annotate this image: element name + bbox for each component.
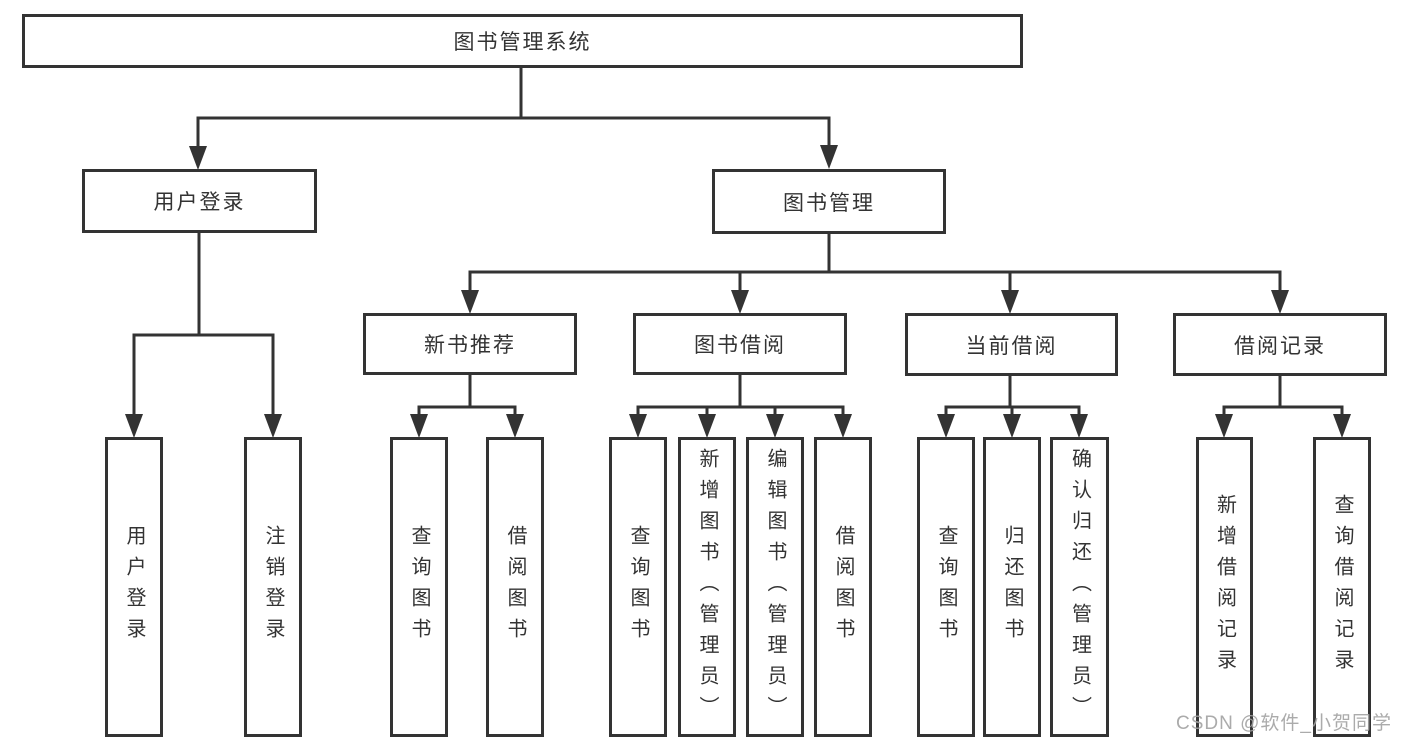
leaf-query-books-recommend: 查询图书 (390, 437, 448, 737)
node-label: 确认归还（管理员） (1068, 447, 1091, 727)
leaf-edit-book-admin: 编辑图书（管理员） (746, 437, 804, 737)
node-label: 查询图书 (935, 525, 957, 649)
node-new-book-recommend: 新书推荐 (363, 313, 577, 375)
node-book-borrowing: 图书借阅 (633, 313, 847, 375)
leaf-add-borrow-record: 新增借阅记录 (1196, 437, 1253, 737)
leaf-borrow-books-borrowing: 借阅图书 (814, 437, 872, 737)
node-label: 查询借阅记录 (1331, 494, 1353, 680)
leaf-query-borrow-record: 查询借阅记录 (1313, 437, 1371, 737)
leaf-user-login: 用户登录 (105, 437, 163, 737)
leaf-add-book-admin: 新增图书（管理员） (678, 437, 736, 737)
node-book-management: 图书管理 (712, 169, 946, 234)
leaf-query-books-borrowing: 查询图书 (609, 437, 667, 737)
node-user-login: 用户登录 (82, 169, 317, 233)
node-library-management-system: 图书管理系统 (22, 14, 1023, 68)
leaf-borrow-books-recommend: 借阅图书 (486, 437, 544, 737)
arrowheads (125, 145, 1351, 438)
watermark-text: CSDN @软件_小贺同学 (1176, 713, 1392, 734)
node-label: 查询图书 (627, 525, 649, 649)
leaf-return-books: 归还图书 (983, 437, 1041, 737)
node-label: 用户登录 (123, 525, 145, 649)
node-label: 借阅图书 (504, 525, 526, 649)
leaf-logout: 注销登录 (244, 437, 302, 737)
node-label: 新增图书（管理员） (696, 447, 718, 727)
node-label: 归还图书 (1001, 525, 1023, 649)
node-label: 编辑图书（管理员） (764, 447, 786, 727)
leaf-query-books-current: 查询图书 (917, 437, 975, 737)
node-current-borrowing: 当前借阅 (905, 313, 1118, 376)
node-label: 查询图书 (408, 525, 430, 649)
node-label: 新增借阅记录 (1213, 494, 1236, 680)
node-label: 借阅图书 (832, 525, 854, 649)
leaf-confirm-return-admin: 确认归还（管理员） (1050, 437, 1109, 737)
node-borrowing-records: 借阅记录 (1173, 313, 1387, 376)
node-label: 注销登录 (262, 525, 284, 649)
